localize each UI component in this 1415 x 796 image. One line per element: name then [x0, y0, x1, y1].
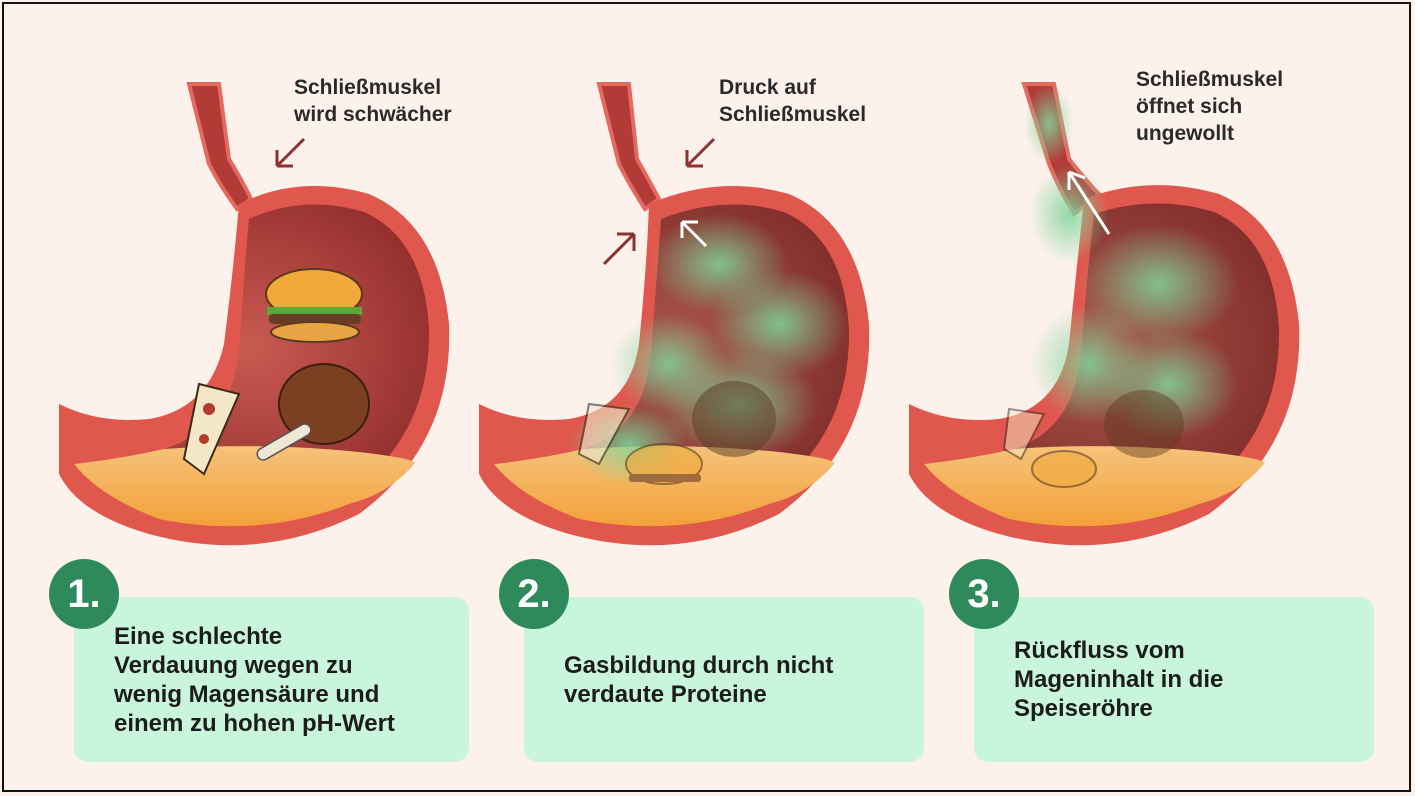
esophagus: [189, 84, 251, 209]
burger-icon: [626, 444, 702, 484]
panel-step-3: Schließmuskel öffnet sich ungewollt 3. R…: [909, 4, 1359, 794]
caption-card: Gasbildung durch nicht verdaute Proteine: [524, 597, 924, 762]
arrow-icon: [599, 224, 644, 269]
arrow-icon: [679, 134, 719, 174]
step-badge: 2.: [499, 559, 569, 629]
annotation-text: Druck auf Schließmuskel: [719, 74, 866, 128]
arrow-icon: [269, 134, 309, 174]
annotation-text: Schließmuskel öffnet sich ungewollt: [1136, 66, 1283, 147]
stomach-illustration-1: [59, 64, 459, 554]
arrow-icon: [674, 214, 714, 254]
chicken-leg-icon: [692, 381, 776, 457]
arrow-icon: [1059, 164, 1119, 244]
caption-card: Eine schlechte Verdauung wegen zu wenig …: [74, 597, 469, 762]
chicken-leg-icon: [1104, 390, 1184, 458]
annotation-text: Schließmuskel wird schwächer: [294, 74, 452, 128]
panel-step-2: Druck auf Schließmuskel 2. Gasbildung du…: [479, 4, 929, 794]
step-badge: 3.: [949, 559, 1019, 629]
burger-icon: [1032, 451, 1096, 487]
step-badge: 1.: [49, 559, 119, 629]
esophagus: [599, 84, 659, 209]
caption-card: Rückfluss vom Mageninhalt in die Speiser…: [974, 597, 1374, 762]
panel-step-1: Schließmuskel wird schwächer 1. Eine sch…: [59, 4, 509, 794]
burger-icon: [266, 269, 362, 342]
